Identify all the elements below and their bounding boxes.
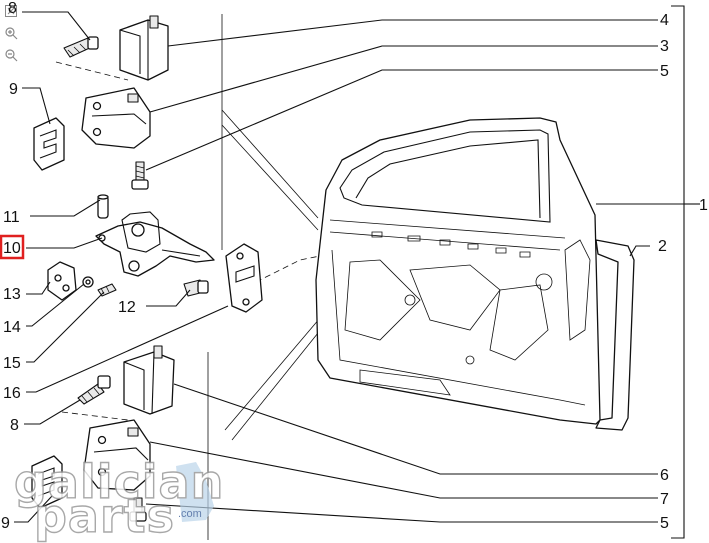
callout-6[interactable]: 6 [660,467,669,484]
leader-lines [14,11,684,523]
callout-11[interactable]: 11 [3,209,20,226]
callout-5-top[interactable]: 5 [660,63,669,80]
shim-plate-9-top [33,117,65,171]
watermark-logo: galician parts .com [13,454,224,543]
door-seal [595,239,635,431]
upper-hinge-bolt-8 [63,36,99,58]
callout-4[interactable]: 4 [660,12,669,29]
callout-2[interactable]: 2 [658,238,667,255]
check-strap-bracket-13 [47,261,77,301]
callout-16[interactable]: 16 [3,385,21,402]
door-check-strap-10 [95,211,215,277]
callout-10-highlighted[interactable]: 10 [0,234,25,260]
callout-7[interactable]: 7 [660,491,669,508]
door-shell [315,117,601,425]
zoom-out-icon[interactable] [4,48,18,62]
callout-5-bottom[interactable]: 5 [660,515,669,532]
frame-bracket [671,5,700,539]
zoom-in-icon[interactable] [4,26,18,40]
lower-hinge-bolt-8 [77,375,111,405]
bolt-15 [97,283,117,297]
watermark-accent-shape [176,462,214,522]
callout-9-bottom[interactable]: 9 [1,515,10,532]
callout-13[interactable]: 13 [3,286,21,303]
watermark-line1: galician [14,455,224,509]
rubber-stop-11 [97,194,109,219]
callout-9-top[interactable]: 9 [9,81,18,98]
watermark-line2: parts [34,489,175,543]
callout-12[interactable]: 12 [118,299,136,316]
striker-plate-16 [225,243,263,313]
lower-hinge-half-6 [123,345,175,415]
washer-14 [82,276,94,288]
callout-14[interactable]: 14 [3,319,21,336]
upper-hinge-half-4 [119,15,169,81]
striker-bolt-12 [183,279,209,297]
shim-plate-9-bottom [31,455,63,509]
lower-hinge-half-7 [83,419,151,491]
callout-10[interactable]: 10 [3,240,21,257]
viewer-toolbar [4,4,22,70]
upper-hinge-screw-5 [131,161,149,190]
callout-labels: 8 4 3 5 9 1 2 11 10 13 12 14 15 16 8 6 7… [0,0,708,532]
callout-15[interactable]: 15 [3,355,21,372]
upper-hinge-half-3 [81,87,151,149]
lower-hinge-screw-5 [129,497,147,522]
watermark-suffix: .com [178,508,202,520]
callout-8-bottom[interactable]: 8 [10,417,19,434]
callout-1[interactable]: 1 [699,197,708,214]
expand-icon[interactable] [4,4,18,18]
callout-8-top[interactable]: 8 [8,0,17,17]
highlight-box [0,234,25,260]
callout-3[interactable]: 3 [660,38,669,55]
